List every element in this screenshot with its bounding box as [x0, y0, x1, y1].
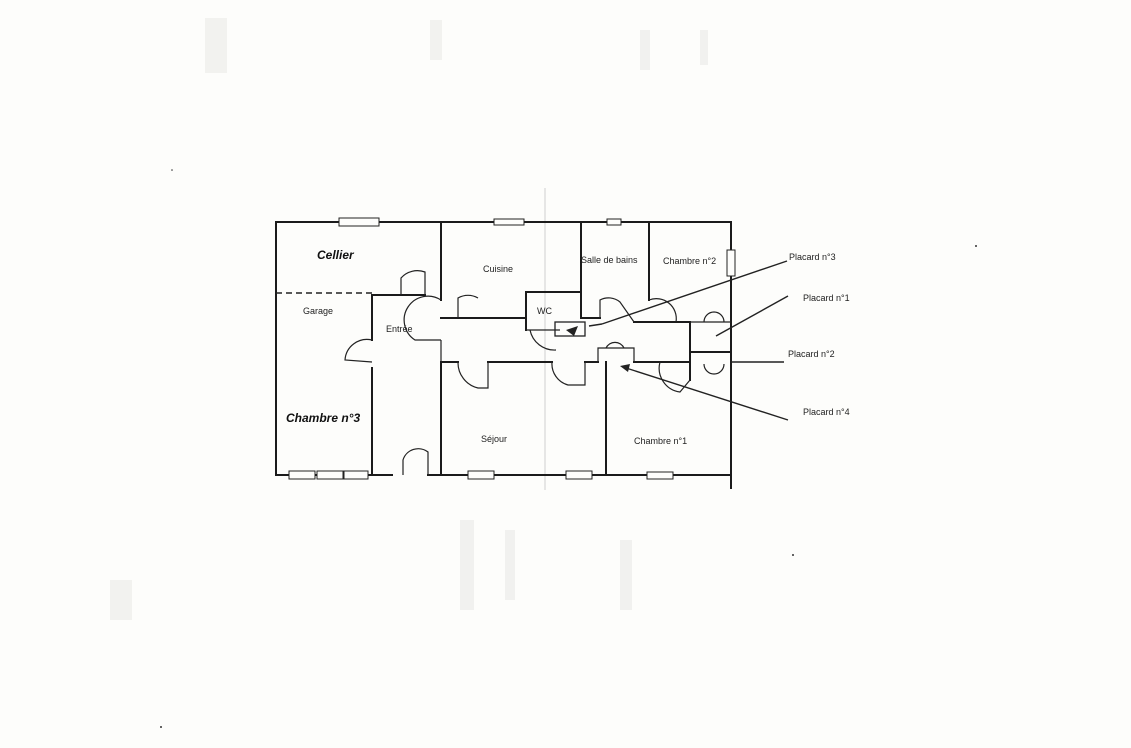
callout-label-placard4: Placard n°4	[803, 407, 850, 417]
room-labels: Cellier Garage Chambre n°3 Entrée Cuisin…	[286, 248, 716, 446]
callout-labels: Placard n°3 Placard n°1 Placard n°2 Plac…	[788, 252, 850, 417]
callout-label-placard1: Placard n°1	[803, 293, 850, 303]
callout-label-placard2: Placard n°2	[788, 349, 835, 359]
room-label-garage: Garage	[303, 306, 333, 316]
room-label-entree: Entrée	[386, 324, 413, 334]
scan-artifacts	[110, 18, 708, 620]
scan-specks	[160, 169, 977, 728]
room-label-chambre2: Chambre n°2	[663, 256, 716, 266]
room-label-sejour: Séjour	[481, 434, 507, 444]
windows	[288, 217, 736, 480]
arrow-head	[620, 364, 630, 372]
room-label-chambre3: Chambre n°3	[286, 411, 360, 425]
callout-leaders	[566, 260, 789, 421]
callout-label-placard3: Placard n°3	[789, 252, 836, 262]
interior-walls	[276, 221, 732, 476]
room-label-salle-de-bains: Salle de bains	[581, 255, 638, 265]
room-label-cellier: Cellier	[317, 248, 355, 262]
doors	[344, 270, 725, 475]
arrow-head	[566, 326, 578, 336]
room-label-wc: WC	[537, 306, 552, 316]
room-label-cuisine: Cuisine	[483, 264, 513, 274]
room-label-chambre1: Chambre n°1	[634, 436, 687, 446]
